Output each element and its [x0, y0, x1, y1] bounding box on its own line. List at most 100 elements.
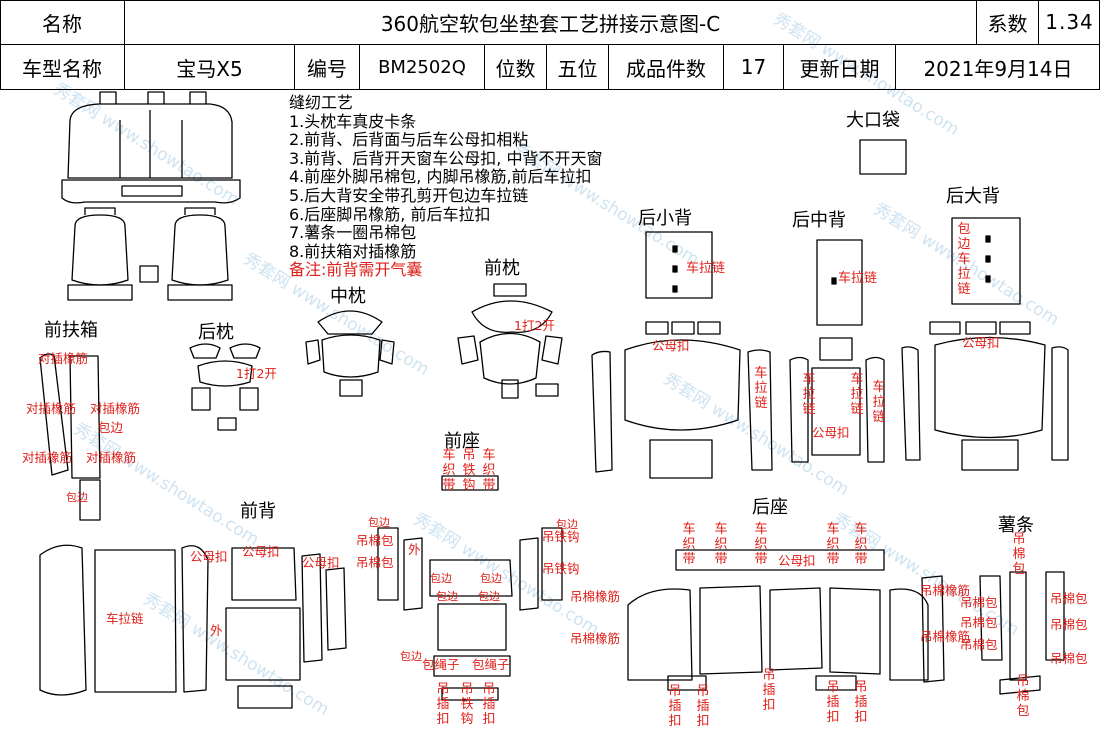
coef-value: 1.34	[1039, 0, 1100, 45]
code-label: 编号	[295, 45, 360, 90]
rear-bench-sketch	[61, 91, 241, 204]
annotation-snap: 公母扣	[302, 555, 340, 570]
seats-value: 五位	[547, 45, 609, 90]
annotation-insert-buckle: 吊插扣	[826, 680, 840, 725]
annotation-woven-belt: 车织带	[854, 522, 868, 567]
annotation-snap: 公母扣	[190, 549, 228, 564]
annotation-edge: 包边	[556, 518, 578, 531]
annotation-zipper: 车拉链	[686, 261, 726, 276]
note-item: 2.前背、后背面与后车公母扣相粘	[289, 130, 529, 150]
annotation-edge: 包边	[430, 572, 452, 585]
front-seat-sketch	[67, 207, 233, 301]
annotation-edge: 包边	[480, 572, 502, 585]
annotation-hang-cotton: 吊棉包	[1050, 651, 1088, 666]
annotation-woven-belt: 车织带	[442, 448, 456, 493]
annotation-hole: 1打2开	[514, 318, 555, 333]
annotation-edge: 包边	[98, 420, 124, 435]
annotation-woven-belt: 车织带	[714, 522, 728, 567]
annotation-woven-belt: 车织带	[482, 448, 496, 493]
rear-big-back-pieces	[901, 217, 1069, 471]
annotation-edge-zip: 包边车拉链	[957, 222, 971, 297]
annotation-snap: 公母扣	[652, 338, 690, 353]
front-armrest-pieces	[39, 353, 101, 521]
annotation-cross-rubber: 对插橡筋	[26, 401, 77, 416]
big-pocket-piece	[859, 139, 907, 175]
annotation-woven-belt: 车织带	[682, 522, 696, 567]
annotation-insert-buckle: 吊插扣	[436, 682, 450, 727]
annotation-cross-rubber: 对插橡筋	[38, 351, 89, 366]
annotation-zipper-vertical: 车拉链	[872, 380, 886, 425]
annotation-edge: 包边	[478, 590, 500, 603]
label-big-pocket: 大口袋	[846, 110, 900, 131]
note-item: 7.薯条一圈吊棉包	[289, 223, 417, 243]
label-rear-mid-back: 后中背	[792, 210, 846, 231]
model-value: 宝马X5	[125, 45, 295, 90]
annotation-woven-belt: 车织带	[754, 522, 768, 567]
annotation-hang-cotton: 吊棉包	[960, 595, 998, 610]
mid-pillow-pieces	[305, 310, 395, 397]
annotation-zipper: 车拉链	[106, 611, 144, 626]
note-item: 5.后大背安全带孔剪开包边车拉链	[289, 185, 529, 205]
annotation-hang-cotton: 吊棉包	[1050, 591, 1088, 606]
annotation-rope: 包绳子	[422, 657, 460, 672]
annotation-insert-buckle: 吊插扣	[696, 684, 710, 729]
annotation-snap: 公母扣	[242, 544, 280, 559]
diagram-title: 360航空软包坐垫套工艺拼接示意图-C	[125, 0, 977, 45]
annotation-snap: 公母扣	[962, 335, 1000, 350]
annotation-snap: 公母扣	[812, 425, 850, 440]
annotation-insert-buckle: 吊插扣	[482, 682, 496, 727]
annotation-zipper-vertical: 车拉链	[802, 372, 816, 417]
rear-pillow-pieces	[189, 343, 261, 431]
annotation-hole: 1打2开	[236, 366, 277, 381]
notes-remark: 备注:前背需开气囊	[289, 260, 423, 280]
annotation-insert-buckle: 吊插扣	[854, 680, 868, 725]
annotation-rope: 包绳子	[472, 657, 510, 672]
annotation-edge: 包边	[66, 491, 88, 504]
annotation-hang-hook: 吊铁钩	[542, 561, 580, 576]
fries-pieces	[921, 571, 1065, 695]
annotation-hang-cotton-vertical: 吊棉包	[1012, 532, 1026, 577]
annotation-hang-cotton: 吊棉包	[1050, 617, 1088, 632]
annotation-cross-rubber: 对插橡筋	[90, 401, 141, 416]
label-front-back: 前背	[240, 501, 276, 522]
annotation-zipper-vertical: 车拉链	[850, 372, 864, 417]
label-front-seat: 前座	[444, 431, 480, 452]
rear-seat-pieces	[627, 549, 929, 691]
annotation-hang-cotton: 吊棉包	[960, 615, 998, 630]
annotation-edge: 包边	[368, 516, 390, 529]
front-pillow-pieces	[457, 283, 563, 399]
annotation-hang-rubber: 吊棉橡筋	[920, 583, 971, 598]
pieces-label: 成品件数	[609, 45, 724, 90]
annotation-insert-buckle: 吊插扣	[762, 668, 776, 713]
annotation-zipper-vertical: 车拉链	[754, 366, 768, 411]
note-item: 4.前座外脚吊棉包, 内脚吊橡筋,前后车拉扣	[289, 167, 592, 187]
annotation-hook: 吊铁钩	[460, 682, 474, 727]
annotation-hang-cotton: 吊棉包	[960, 637, 998, 652]
annotation-hook: 吊铁钩	[462, 448, 476, 493]
annotation-outside: 外	[408, 542, 421, 557]
pattern-diagram	[39, 91, 1069, 709]
annotation-hang-cotton: 吊棉包	[356, 533, 394, 548]
annotation-zipper: 车拉链	[838, 271, 878, 286]
rear-mid-back-pieces	[789, 239, 885, 463]
rear-small-back-pieces	[591, 231, 773, 479]
header-table: 名称 360航空软包坐垫套工艺拼接示意图-C 系数 1.34 车型名称 宝马X5…	[0, 0, 1100, 90]
annotation-outside: 外	[210, 623, 223, 638]
note-item: 6.后座脚吊橡筋, 前后车拉扣	[289, 204, 491, 224]
annotation-hang-cotton-vertical: 吊棉包	[1016, 674, 1030, 719]
coef-label: 系数	[977, 0, 1039, 45]
label-rear-seat: 后座	[752, 497, 788, 518]
annotation-hang-rubber: 吊棉橡筋	[570, 589, 621, 604]
annotation-cross-rubber: 对插橡筋	[22, 450, 73, 465]
seats-label: 位数	[485, 45, 547, 90]
label-front-pillow: 前枕	[484, 258, 520, 279]
annotation-hang-hook: 吊铁钩	[542, 529, 580, 544]
header-frame	[0, 0, 1100, 90]
annotation-woven-belt: 车织带	[826, 522, 840, 567]
label-rear-small-back: 后小背	[638, 208, 692, 229]
annotation-insert-buckle: 吊插扣	[668, 684, 682, 729]
label-rear-pillow: 后枕	[198, 322, 234, 343]
name-label: 名称	[0, 0, 125, 45]
stitching-notes: 缝纫工艺 1.头枕车真皮卡条 2.前背、后背面与后车公母扣相粘 3.前背、后背开…	[289, 93, 602, 280]
annotation-cross-rubber: 对插橡筋	[86, 450, 137, 465]
